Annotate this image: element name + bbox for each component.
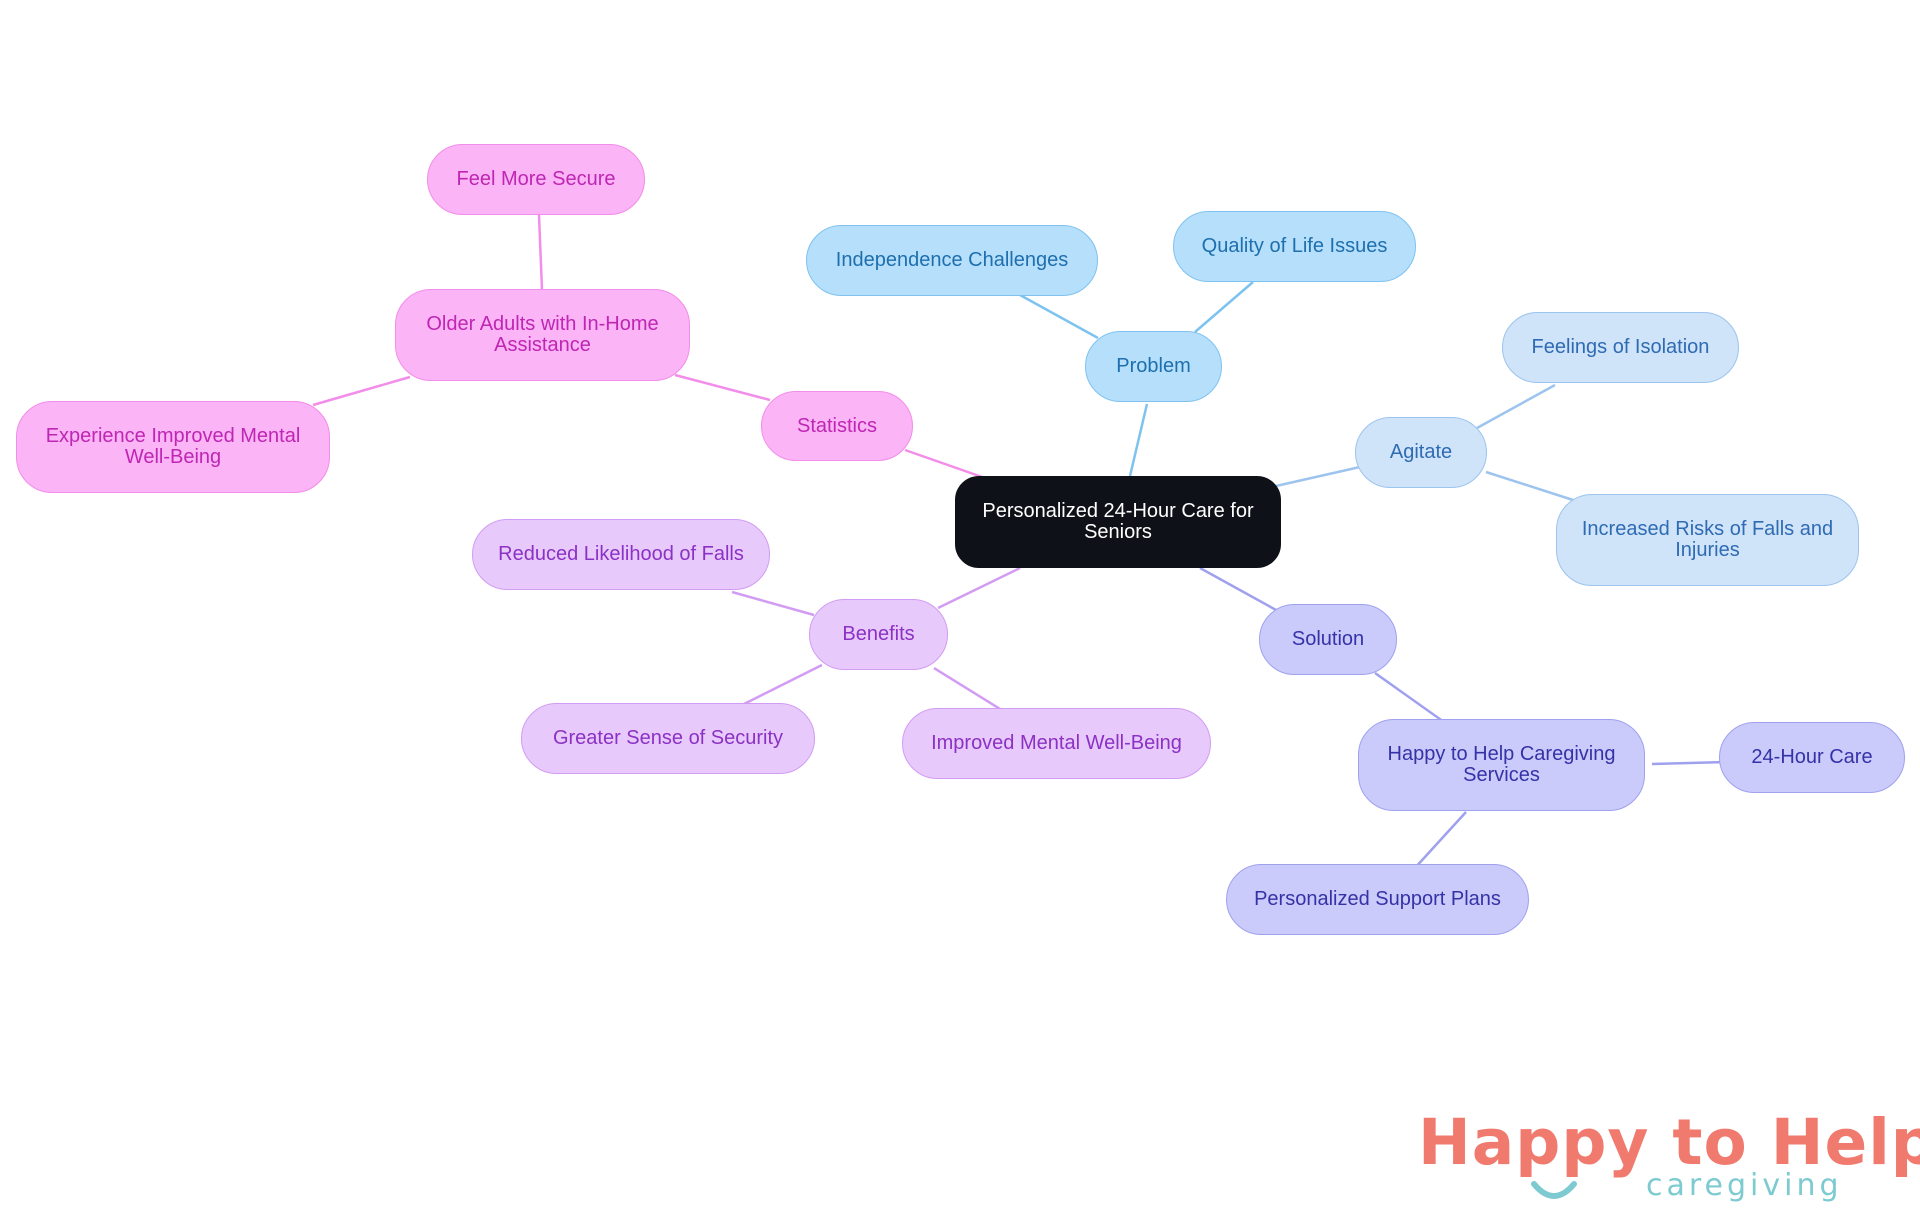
node-quality-of-life[interactable]: Quality of Life Issues — [1173, 211, 1416, 282]
node-benefits-label: Benefits — [842, 623, 915, 645]
node-independence-challenges-label: Independence Challenges — [835, 249, 1069, 271]
node-independence-challenges[interactable]: Independence Challenges — [806, 225, 1098, 296]
node-feelings-isolation-label: Feelings of Isolation — [1531, 336, 1710, 358]
node-feel-more-secure-label: Feel More Secure — [456, 168, 616, 190]
edge-root-solution — [1199, 566, 1277, 612]
edge-root-problem — [1128, 403, 1149, 477]
smile-icon — [1531, 1181, 1577, 1199]
node-increased-risks-label: Increased Risks of Falls and Injuries — [1581, 518, 1834, 561]
node-solution-label: Solution — [1291, 628, 1365, 650]
node-problem-label: Problem — [1116, 355, 1191, 377]
node-personalized-support-plans-label: Personalized Support Plans — [1254, 888, 1501, 910]
edge-services-plans — [1413, 811, 1467, 870]
edge-benefits-mental — [933, 666, 1006, 714]
node-greater-security-label: Greater Sense of Security — [552, 727, 784, 749]
node-reduced-falls[interactable]: Reduced Likelihood of Falls — [472, 519, 770, 590]
edge-older-adults-mental — [312, 375, 411, 407]
edge-benefits-security — [739, 663, 823, 708]
node-agitate-label: Agitate — [1389, 441, 1453, 463]
edge-older-adults-feel-secure — [537, 214, 544, 291]
node-happy-to-help-services[interactable]: Happy to Help Caregiving Services — [1358, 719, 1645, 811]
node-greater-security[interactable]: Greater Sense of Security — [521, 703, 815, 774]
edge-root-agitate — [1275, 465, 1361, 488]
edge-root-benefits — [937, 566, 1021, 610]
node-benefits[interactable]: Benefits — [809, 599, 948, 670]
node-agitate[interactable]: Agitate — [1355, 417, 1487, 488]
node-older-adults-label: Older Adults with In-Home Assistance — [426, 313, 659, 356]
logo-title: Happy to Help — [1418, 1106, 1920, 1179]
node-feel-more-secure[interactable]: Feel More Secure — [427, 144, 645, 215]
node-older-adults[interactable]: Older Adults with In-Home Assistance — [395, 289, 690, 381]
node-reduced-falls-label: Reduced Likelihood of Falls — [498, 543, 744, 565]
node-personalized-support-plans[interactable]: Personalized Support Plans — [1226, 864, 1529, 935]
node-quality-of-life-label: Quality of Life Issues — [1201, 235, 1388, 257]
edge-benefits-reduced-falls — [731, 590, 815, 617]
node-solution[interactable]: Solution — [1259, 604, 1397, 675]
node-feelings-isolation[interactable]: Feelings of Isolation — [1502, 312, 1739, 383]
node-improved-mental-label: Improved Mental Well-Being — [931, 732, 1182, 754]
node-experience-mental-label: Experience Improved Mental Well-Being — [45, 425, 301, 468]
node-24-hour-care-label: 24-Hour Care — [1751, 746, 1873, 768]
node-24-hour-care[interactable]: 24-Hour Care — [1719, 722, 1905, 793]
edge-agitate-falls — [1485, 470, 1574, 502]
node-increased-risks[interactable]: Increased Risks of Falls and Injuries — [1556, 494, 1859, 586]
node-experience-mental[interactable]: Experience Improved Mental Well-Being — [16, 401, 330, 493]
logo-subtitle: caregiving — [1646, 1168, 1843, 1203]
edge-root-statistics — [904, 448, 986, 480]
edge-statistics-older-adults — [674, 373, 771, 402]
node-improved-mental[interactable]: Improved Mental Well-Being — [902, 708, 1211, 779]
edge-problem-quality — [1194, 281, 1254, 333]
edge-services-24hour — [1651, 760, 1728, 766]
edge-problem-independence — [1019, 293, 1099, 340]
root-node[interactable]: Personalized 24-Hour Care for Seniors — [955, 476, 1281, 568]
node-problem[interactable]: Problem — [1085, 331, 1222, 402]
node-statistics[interactable]: Statistics — [761, 391, 913, 461]
edge-solution-services — [1374, 671, 1445, 724]
edge-agitate-isolation — [1476, 383, 1556, 430]
node-happy-to-help-services-label: Happy to Help Caregiving Services — [1387, 743, 1616, 786]
happy-to-help-logo: Happy to Help caregiving — [1418, 1108, 1920, 1208]
node-statistics-label: Statistics — [796, 414, 878, 437]
root-node-label: Personalized 24-Hour Care for Seniors — [982, 500, 1254, 543]
